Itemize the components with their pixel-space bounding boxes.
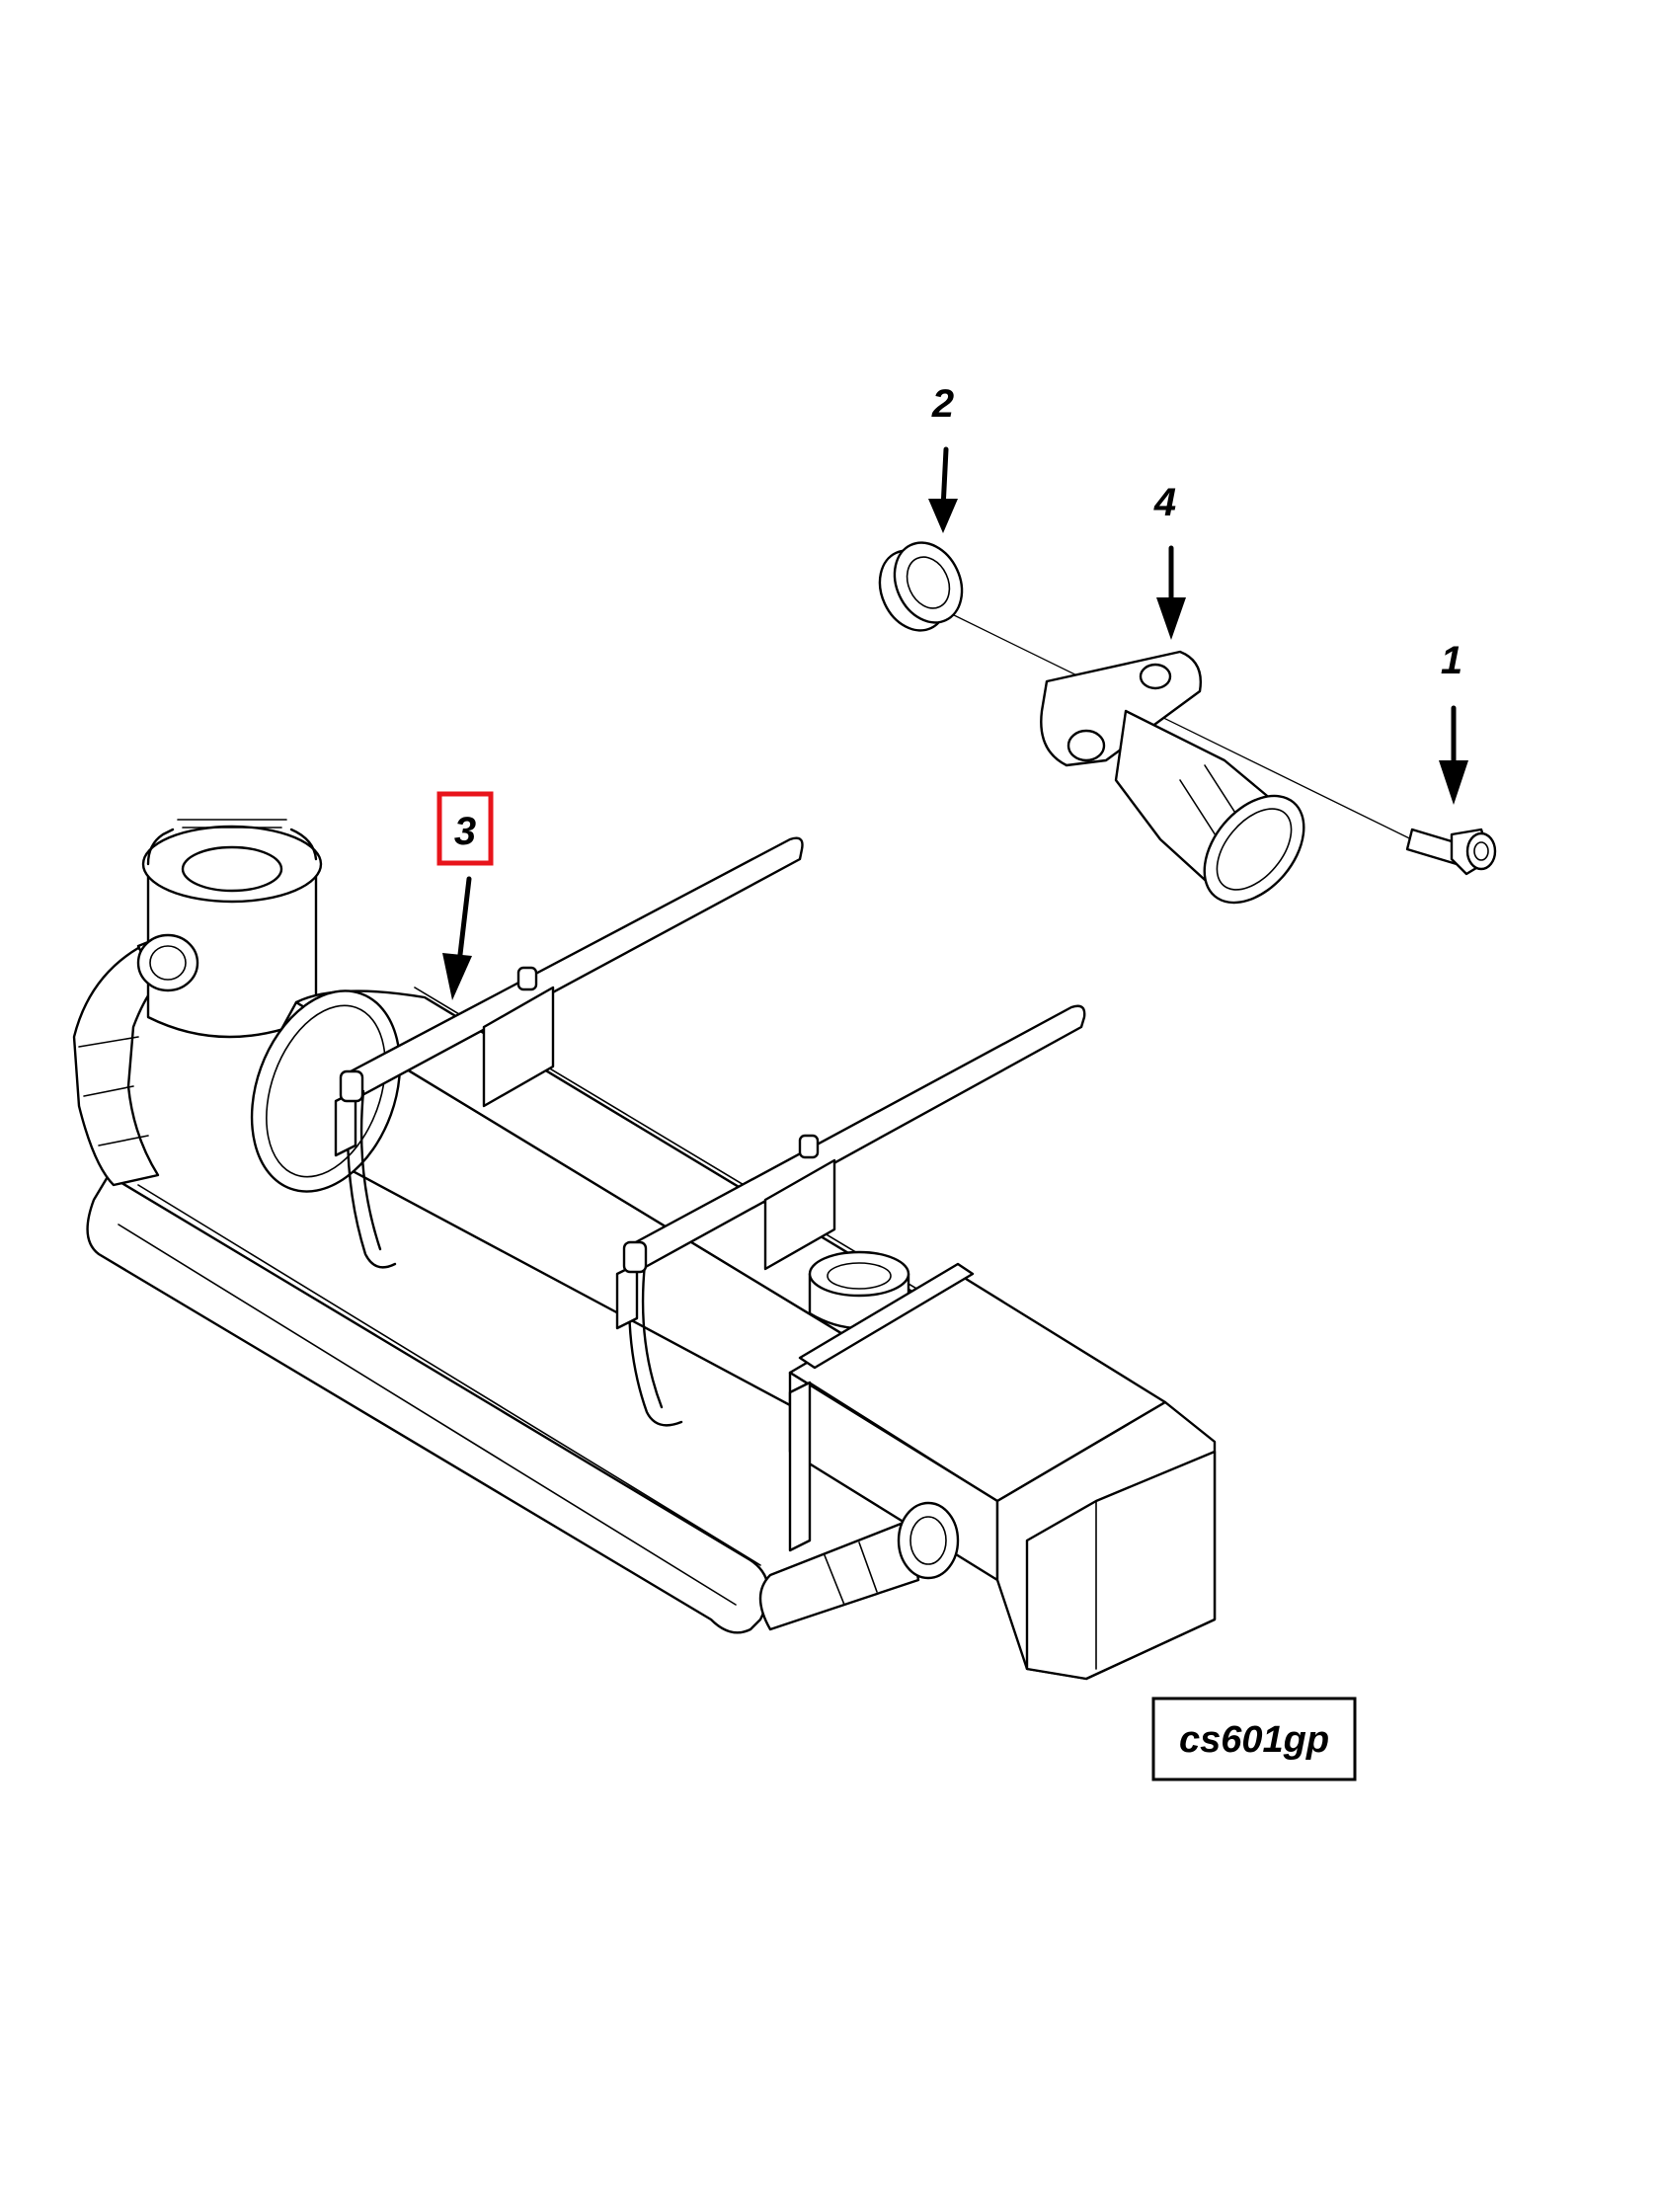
callout-4-arrowhead	[1156, 597, 1186, 640]
elbow-connector-part	[1040, 650, 1305, 905]
callout-1-arrowhead	[1439, 760, 1468, 805]
callout-2-arrowhead	[928, 499, 958, 533]
heater-assembly-drawing	[72, 819, 1217, 1681]
callout-1: 1	[1439, 639, 1468, 805]
callout-2-label: 2	[931, 382, 954, 426]
figure-id-box: cs601gp	[1151, 1697, 1357, 1781]
callout-3-arrowhead	[442, 953, 472, 1000]
exploded-parts	[878, 541, 1497, 905]
figure-id-label: cs601gp	[1179, 1719, 1329, 1761]
callout-3: 3	[436, 791, 494, 1000]
callout-1-label: 1	[1441, 639, 1462, 682]
bolt-part	[1405, 828, 1497, 876]
callout-3-highlight-box	[436, 791, 494, 866]
callout-4: 4	[1153, 481, 1186, 640]
callout-2: 2	[928, 382, 958, 533]
callout-3-label: 3	[454, 810, 476, 853]
callout-4-label: 4	[1153, 481, 1176, 524]
ring-grommet-part	[878, 541, 964, 632]
